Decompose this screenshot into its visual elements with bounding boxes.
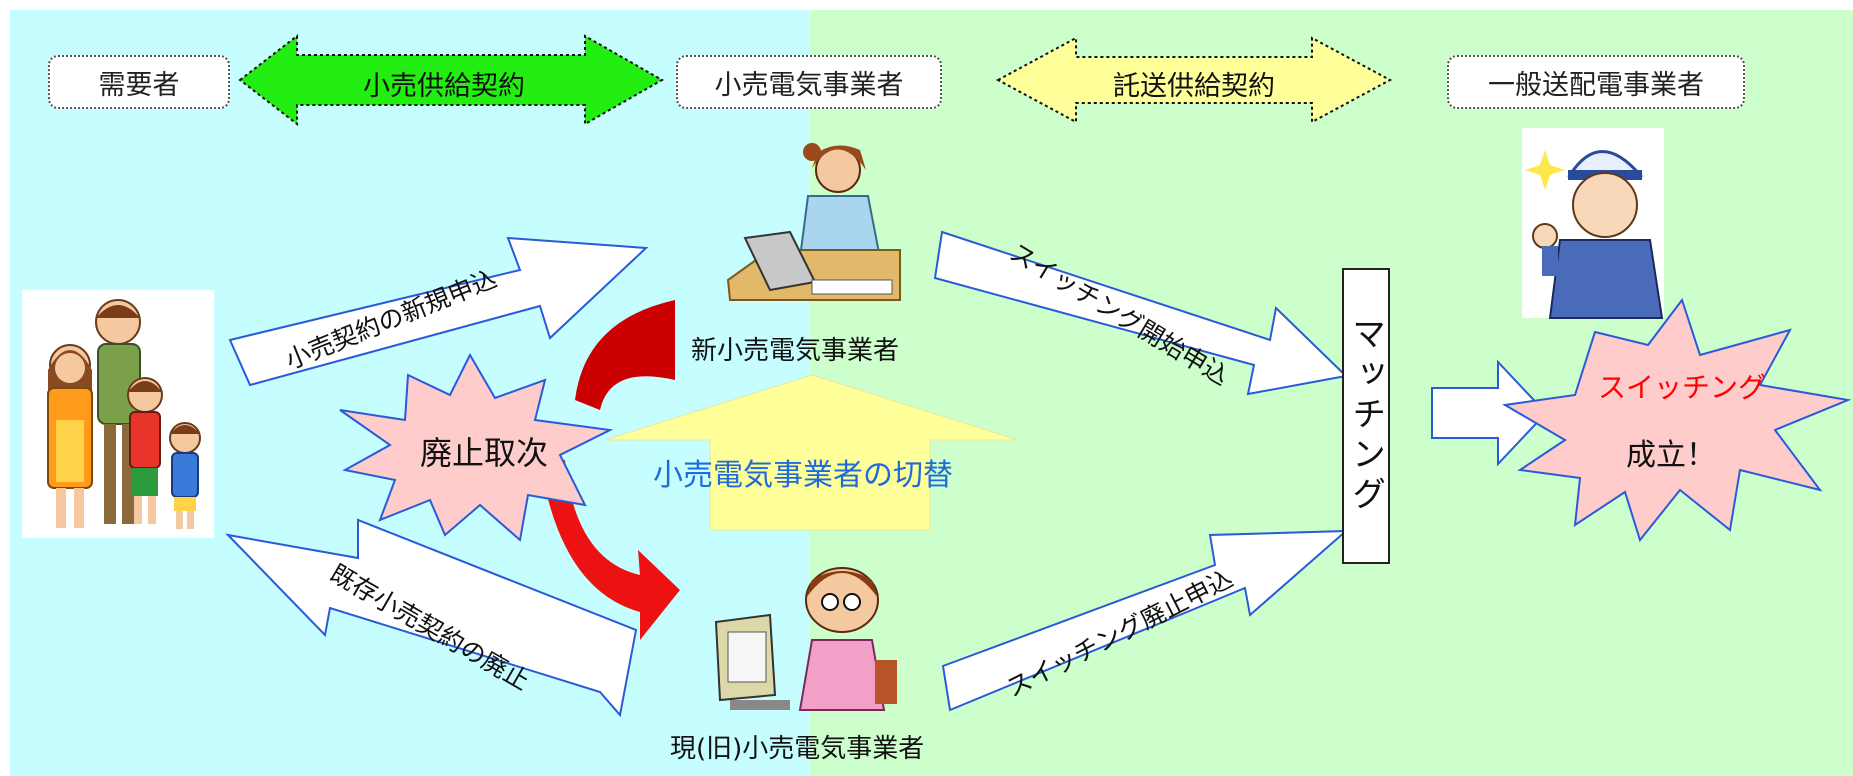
new-application-arrow [228, 236, 649, 387]
abolish-existing-arrow [225, 518, 638, 718]
abolish-agency-label: 廃止取次 [420, 434, 549, 472]
success-burst [1502, 297, 1852, 543]
switch-abolish-arrow [941, 529, 1349, 712]
transmission-label: 一般送配電事業者 [1447, 55, 1745, 109]
matching-label: マッチング [1345, 316, 1386, 516]
switch-retailer-label: 小売電気事業者の切替 [653, 458, 953, 493]
retail-contract-label: 小売供給契約 [363, 71, 525, 102]
abolish-agency-burst [339, 352, 614, 542]
red-arrow-lower [540, 460, 680, 640]
worker-illustration [1522, 128, 1664, 319]
wheeling-contract-arrow [995, 36, 1393, 124]
switching-label: スイッチング [1598, 371, 1767, 404]
new-retailer-label: 新小売電気事業者 [691, 336, 900, 366]
family-illustration [22, 290, 214, 538]
success-label: 成立！ [1626, 438, 1716, 473]
demand-label: 需要者 [48, 55, 230, 109]
matching-box: マッチング [1342, 268, 1390, 564]
retail-contract-arrow [238, 33, 665, 127]
old-retailer-label: 現(旧)小売電気事業者 [670, 734, 925, 764]
retailer-label: 小売電気事業者 [676, 55, 942, 109]
matching-to-success-arrow [1431, 359, 1548, 467]
red-arrow-upper [575, 300, 675, 410]
new-retailer-illustration [726, 143, 901, 301]
switch-start-arrow [933, 230, 1349, 396]
old-retailer-illustration [714, 567, 897, 711]
switch-retailer-arrow [604, 374, 1019, 531]
wheeling-contract-label: 託送供給契約 [1113, 71, 1275, 102]
